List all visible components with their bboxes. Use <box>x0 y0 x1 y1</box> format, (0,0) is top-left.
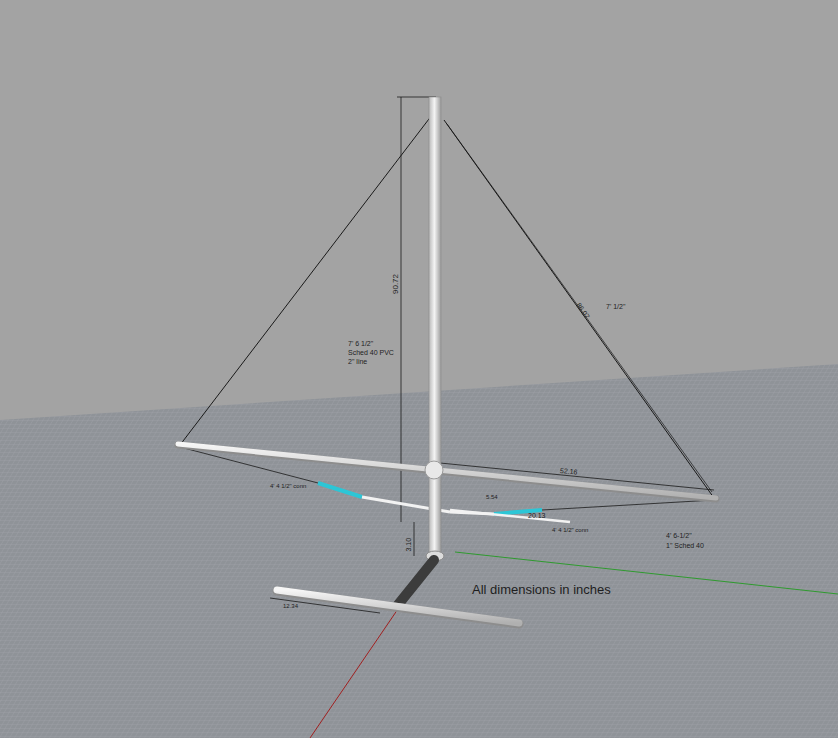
dimension-line <box>414 522 415 556</box>
boom-pipe <box>178 445 716 499</box>
dimension-label: Sched 40 PVC <box>348 349 394 356</box>
stay-line <box>180 115 432 445</box>
dimension-line <box>270 598 380 613</box>
dimension-line <box>401 97 402 522</box>
dimension-label: 7' 1/2" <box>606 303 625 310</box>
dimension-label: 1" Sched 40 <box>666 542 704 549</box>
grid-plane <box>0 364 838 738</box>
dimension-label: 4' 4 1/2" conn <box>552 527 588 533</box>
dimension-label: 52.16 <box>560 467 578 476</box>
dimension-label: 4' 4 1/2" conn <box>270 483 306 489</box>
mast-pipe <box>429 97 441 559</box>
dimension-label: 5.54 <box>486 494 498 500</box>
stay-line <box>444 120 714 498</box>
dimension-label: 4' 6-1/2" <box>666 532 692 539</box>
connector-tube <box>318 483 362 497</box>
base-pipe <box>397 560 434 606</box>
dimension-label: 86.07 <box>575 301 591 319</box>
boom-pipe <box>178 444 716 498</box>
dimension-line <box>447 124 712 492</box>
dimension-label: 20.13 <box>528 512 546 519</box>
dimension-label: 7' 6 1/2" <box>348 340 373 347</box>
bridle-pipe <box>450 510 570 522</box>
note-text: All dimensions in inches <box>472 583 611 596</box>
dimension-label: 3.10 <box>405 538 412 552</box>
dimension-label: 12.34 <box>283 603 298 609</box>
dimension-label: 2" line <box>348 358 367 365</box>
bridle-line <box>542 500 714 510</box>
dimension-label: 90.72 <box>392 274 400 294</box>
hub-fitting <box>425 461 443 479</box>
